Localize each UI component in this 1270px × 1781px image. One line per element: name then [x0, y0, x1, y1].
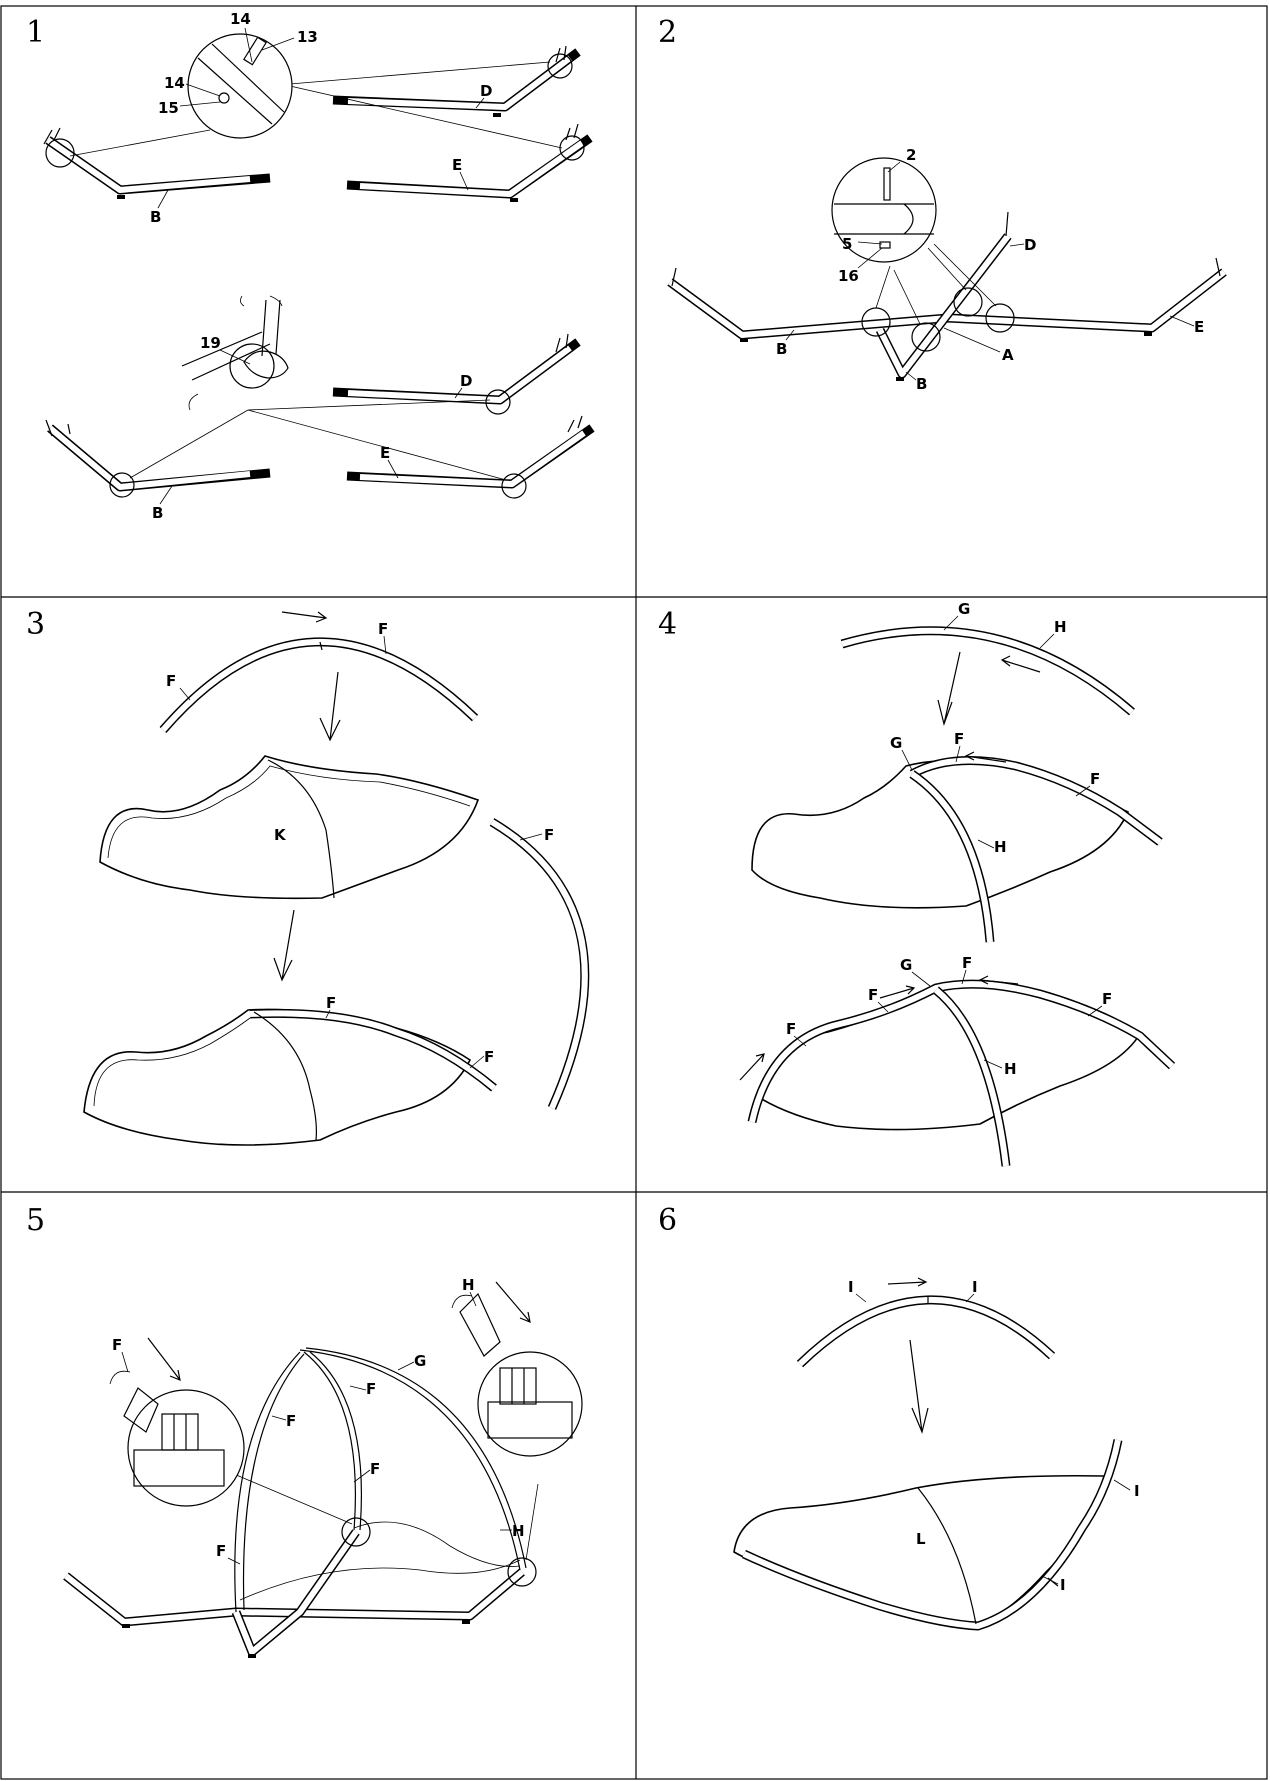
- part-label: F: [954, 730, 964, 748]
- step-number-3: 3: [26, 607, 45, 642]
- panel-6: 6 I I I L I: [658, 1203, 1140, 1631]
- part-label: 5: [842, 235, 852, 253]
- step-number-5: 5: [26, 1203, 45, 1238]
- step-number-6: 6: [658, 1203, 677, 1238]
- part-label: F: [286, 1412, 296, 1430]
- arc-pole-f: [159, 637, 479, 733]
- part-label: F: [1102, 990, 1112, 1008]
- part-label: E: [1194, 318, 1204, 336]
- part-label: I: [1060, 1576, 1066, 1594]
- cover-k: [99, 755, 480, 900]
- part-label: 13: [297, 28, 318, 46]
- part-label: F: [166, 672, 176, 690]
- zoom-detail-2: [831, 157, 937, 269]
- cover-stage-a: [751, 756, 1163, 943]
- panel-1: 1: [26, 10, 595, 522]
- part-label: 14: [164, 74, 185, 92]
- part-label: 19: [200, 334, 221, 352]
- panel-2: 2: [658, 15, 1227, 393]
- part-label: F: [544, 826, 554, 844]
- part-label: B: [776, 340, 787, 358]
- part-label: F: [962, 954, 972, 972]
- frame-part-d-upper: [332, 45, 581, 117]
- part-label: F: [378, 620, 388, 638]
- part-label: G: [958, 600, 970, 618]
- arc-pole-g-h: [840, 626, 1135, 716]
- zoom-detail-1: [179, 27, 295, 139]
- frame-part-e-upper: [45, 123, 593, 202]
- part-label: F: [216, 1542, 226, 1560]
- step-number-2: 2: [658, 15, 677, 50]
- zoom-detail-5-left: [109, 1370, 245, 1507]
- part-label: K: [274, 826, 287, 844]
- part-label: D: [480, 82, 492, 100]
- part-label: D: [460, 372, 472, 390]
- step-number-4: 4: [658, 607, 677, 642]
- part-label: F: [370, 1460, 380, 1478]
- part-label: D: [1024, 236, 1036, 254]
- part-label: I: [972, 1278, 978, 1296]
- part-label: I: [1134, 1482, 1140, 1500]
- part-label: F: [112, 1336, 122, 1354]
- part-label: B: [916, 375, 927, 393]
- part-label: E: [452, 156, 462, 174]
- part-label: 2: [906, 146, 916, 164]
- panel-5: 5: [26, 1203, 583, 1658]
- frame-part-b-lower: [45, 419, 271, 498]
- frame-part-e-lower: [346, 415, 595, 499]
- step-number-1: 1: [26, 15, 45, 50]
- part-label: B: [152, 504, 163, 522]
- part-label: E: [380, 444, 390, 462]
- part-label: H: [1004, 1060, 1017, 1078]
- assembled-base-frame: [667, 211, 1227, 381]
- frame-part-d-lower: [332, 333, 581, 415]
- part-label: G: [414, 1352, 426, 1370]
- part-label: F: [484, 1048, 494, 1066]
- cover-stage-b: [747, 979, 1176, 1167]
- part-label: G: [900, 956, 912, 974]
- separate-pole-f: [489, 818, 590, 1110]
- part-label: 16: [838, 267, 859, 285]
- part-label: B: [150, 208, 161, 226]
- part-label: I: [848, 1278, 854, 1296]
- cover-l: [733, 1439, 1123, 1631]
- part-label: G: [890, 734, 902, 752]
- panel-4: 4 G H G F F H: [658, 600, 1176, 1167]
- arc-pole-i: [796, 1295, 1056, 1368]
- panel-3: 3 F F K F F: [26, 607, 590, 1146]
- part-label: 14: [230, 10, 251, 28]
- part-label: H: [512, 1522, 525, 1540]
- part-label: 15: [158, 99, 179, 117]
- panel-grid: [0, 5, 1268, 1780]
- part-label: L: [916, 1530, 926, 1548]
- part-label: F: [786, 1020, 796, 1038]
- part-label: H: [1054, 618, 1067, 636]
- part-label: H: [462, 1276, 475, 1294]
- frame-part-b-upper: [43, 127, 271, 199]
- part-label: F: [868, 986, 878, 1004]
- hand-detail-illustration: [181, 295, 289, 411]
- full-frame-assembly: [63, 1347, 537, 1658]
- part-label: F: [1090, 770, 1100, 788]
- part-label: H: [994, 838, 1007, 856]
- part-label: F: [326, 994, 336, 1012]
- cover-with-pole: [83, 1008, 497, 1146]
- part-label: F: [366, 1380, 376, 1398]
- part-label: A: [1002, 346, 1014, 364]
- zoom-detail-5-right: [451, 1292, 583, 1457]
